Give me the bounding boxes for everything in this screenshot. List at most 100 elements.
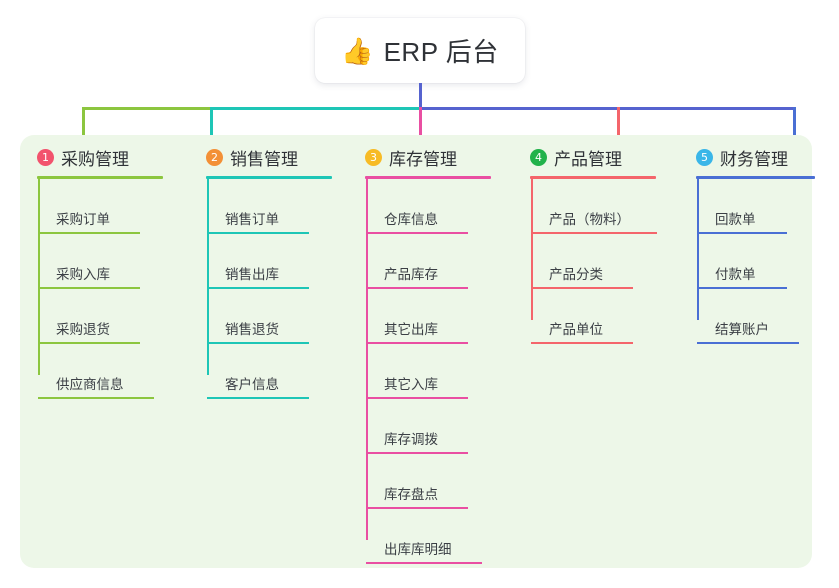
column-underline-4 bbox=[530, 176, 656, 179]
column-header-2[interactable]: 2 销售管理 bbox=[206, 135, 332, 179]
list-item-label: 产品分类 bbox=[549, 267, 603, 282]
list-item[interactable]: 销售订单 bbox=[207, 179, 309, 234]
thumbs-up-icon: 👍 bbox=[341, 35, 374, 66]
list-item-label: 采购退货 bbox=[56, 322, 110, 337]
list-item[interactable]: 产品分类 bbox=[531, 234, 633, 289]
list-item-label: 销售订单 bbox=[225, 212, 279, 227]
list-item-underline bbox=[697, 287, 787, 289]
list-item[interactable]: 产品库存 bbox=[366, 234, 468, 289]
list-item-label: 客户信息 bbox=[225, 377, 279, 392]
list-item-label: 其它出库 bbox=[384, 322, 438, 337]
list-item-underline bbox=[697, 342, 799, 344]
list-item-underline bbox=[207, 397, 309, 399]
column-spine-5 bbox=[697, 179, 699, 320]
list-item-label: 销售退货 bbox=[225, 322, 279, 337]
badge-number-3: 3 bbox=[365, 148, 382, 166]
list-item[interactable]: 库存调拨 bbox=[366, 399, 468, 454]
list-item-label: 仓库信息 bbox=[384, 212, 438, 227]
column-title-1: 采购管理 bbox=[61, 149, 129, 169]
list-item-label: 回款单 bbox=[715, 212, 756, 227]
column-title-3: 库存管理 bbox=[389, 149, 457, 169]
list-item-underline bbox=[366, 452, 468, 454]
list-item-label: 付款单 bbox=[715, 267, 756, 282]
list-item[interactable]: 供应商信息 bbox=[38, 344, 154, 399]
connector-drop-2 bbox=[210, 107, 213, 144]
badge-number-2: 2 bbox=[206, 148, 223, 166]
list-item-label: 销售出库 bbox=[225, 267, 279, 282]
list-item-underline bbox=[207, 232, 309, 234]
list-item-underline bbox=[366, 507, 468, 509]
list-item-label: 库存盘点 bbox=[384, 487, 438, 502]
column-spine-2 bbox=[207, 179, 209, 375]
list-item[interactable]: 其它出库 bbox=[366, 289, 468, 344]
list-item-underline bbox=[366, 397, 468, 399]
badge-number-1: 1 bbox=[37, 148, 54, 166]
list-item-underline bbox=[38, 232, 140, 234]
list-item-label: 结算账户 bbox=[715, 322, 769, 337]
list-item[interactable]: 采购退货 bbox=[38, 289, 140, 344]
list-item-underline bbox=[207, 342, 309, 344]
list-item-label: 出库库明细 bbox=[384, 542, 452, 557]
list-item-label: 其它入库 bbox=[384, 377, 438, 392]
list-item[interactable]: 其它入库 bbox=[366, 344, 468, 399]
column-underline-1 bbox=[37, 176, 163, 179]
list-item-underline bbox=[697, 232, 787, 234]
list-item[interactable]: 采购订单 bbox=[38, 179, 140, 234]
list-item-underline bbox=[366, 287, 468, 289]
column-header-3[interactable]: 3 库存管理 bbox=[365, 135, 491, 179]
column-title-4: 产品管理 bbox=[554, 149, 622, 169]
column-header-5[interactable]: 5 财务管理 bbox=[696, 135, 815, 179]
diagram-panel: 1 采购管理 采购订单 采购入库 采购退货 供应商信息 bbox=[20, 135, 815, 568]
column-sales: 2 销售管理 销售订单 销售出库 销售退货 客户信息 bbox=[206, 135, 371, 399]
column-header-1[interactable]: 1 采购管理 bbox=[37, 135, 163, 179]
list-item[interactable]: 销售退货 bbox=[207, 289, 309, 344]
column-spine-3 bbox=[366, 179, 368, 540]
list-item[interactable]: 库存盘点 bbox=[366, 454, 468, 509]
column-finance: 5 财务管理 回款单 付款单 结算账户 bbox=[696, 135, 836, 344]
list-item[interactable]: 付款单 bbox=[697, 234, 787, 289]
list-item[interactable]: 产品单位 bbox=[531, 289, 633, 344]
list-item-label: 采购入库 bbox=[56, 267, 110, 282]
column-underline-5 bbox=[696, 176, 815, 179]
root-node[interactable]: 👍 ERP 后台 bbox=[315, 18, 525, 83]
root-node-label: ERP 后台 bbox=[383, 37, 499, 67]
list-item-underline bbox=[366, 342, 468, 344]
list-item-label: 产品单位 bbox=[549, 322, 603, 337]
connector-drop-4 bbox=[617, 107, 620, 144]
list-item[interactable]: 客户信息 bbox=[207, 344, 309, 399]
column-header-4[interactable]: 4 产品管理 bbox=[530, 135, 656, 179]
list-item-label: 供应商信息 bbox=[56, 377, 124, 392]
list-item-underline bbox=[531, 342, 633, 344]
connector-root-stem bbox=[419, 83, 422, 109]
list-item[interactable]: 采购入库 bbox=[38, 234, 140, 289]
list-item-underline bbox=[38, 287, 140, 289]
list-item-underline bbox=[366, 562, 482, 564]
connector-drop-3 bbox=[419, 107, 422, 144]
list-item[interactable]: 出库库明细 bbox=[366, 509, 482, 564]
badge-number-5: 5 bbox=[696, 148, 713, 166]
list-item-underline bbox=[207, 287, 309, 289]
column-inventory: 3 库存管理 仓库信息 产品库存 其它出库 其它入库 库存 bbox=[365, 135, 540, 564]
connector-drop-5 bbox=[793, 107, 796, 144]
list-item-label: 库存调拨 bbox=[384, 432, 438, 447]
list-item-label: 采购订单 bbox=[56, 212, 110, 227]
list-item[interactable]: 销售出库 bbox=[207, 234, 309, 289]
list-item-underline bbox=[531, 232, 657, 234]
list-item-label: 产品（物料） bbox=[549, 212, 630, 227]
list-item[interactable]: 产品（物料） bbox=[531, 179, 657, 234]
column-spine-1 bbox=[38, 179, 40, 375]
list-item-underline bbox=[38, 397, 154, 399]
list-item-underline bbox=[38, 342, 140, 344]
connector-drop-1 bbox=[82, 107, 85, 144]
connector-bus-blue bbox=[419, 107, 795, 110]
column-spine-4 bbox=[531, 179, 533, 320]
list-item[interactable]: 结算账户 bbox=[697, 289, 799, 344]
list-item-underline bbox=[366, 232, 468, 234]
list-item[interactable]: 仓库信息 bbox=[366, 179, 468, 234]
connector-bus-teal bbox=[210, 107, 422, 110]
list-item-label: 产品库存 bbox=[384, 267, 438, 282]
list-item[interactable]: 回款单 bbox=[697, 179, 787, 234]
badge-number-4: 4 bbox=[530, 148, 547, 166]
column-title-5: 财务管理 bbox=[720, 149, 788, 169]
